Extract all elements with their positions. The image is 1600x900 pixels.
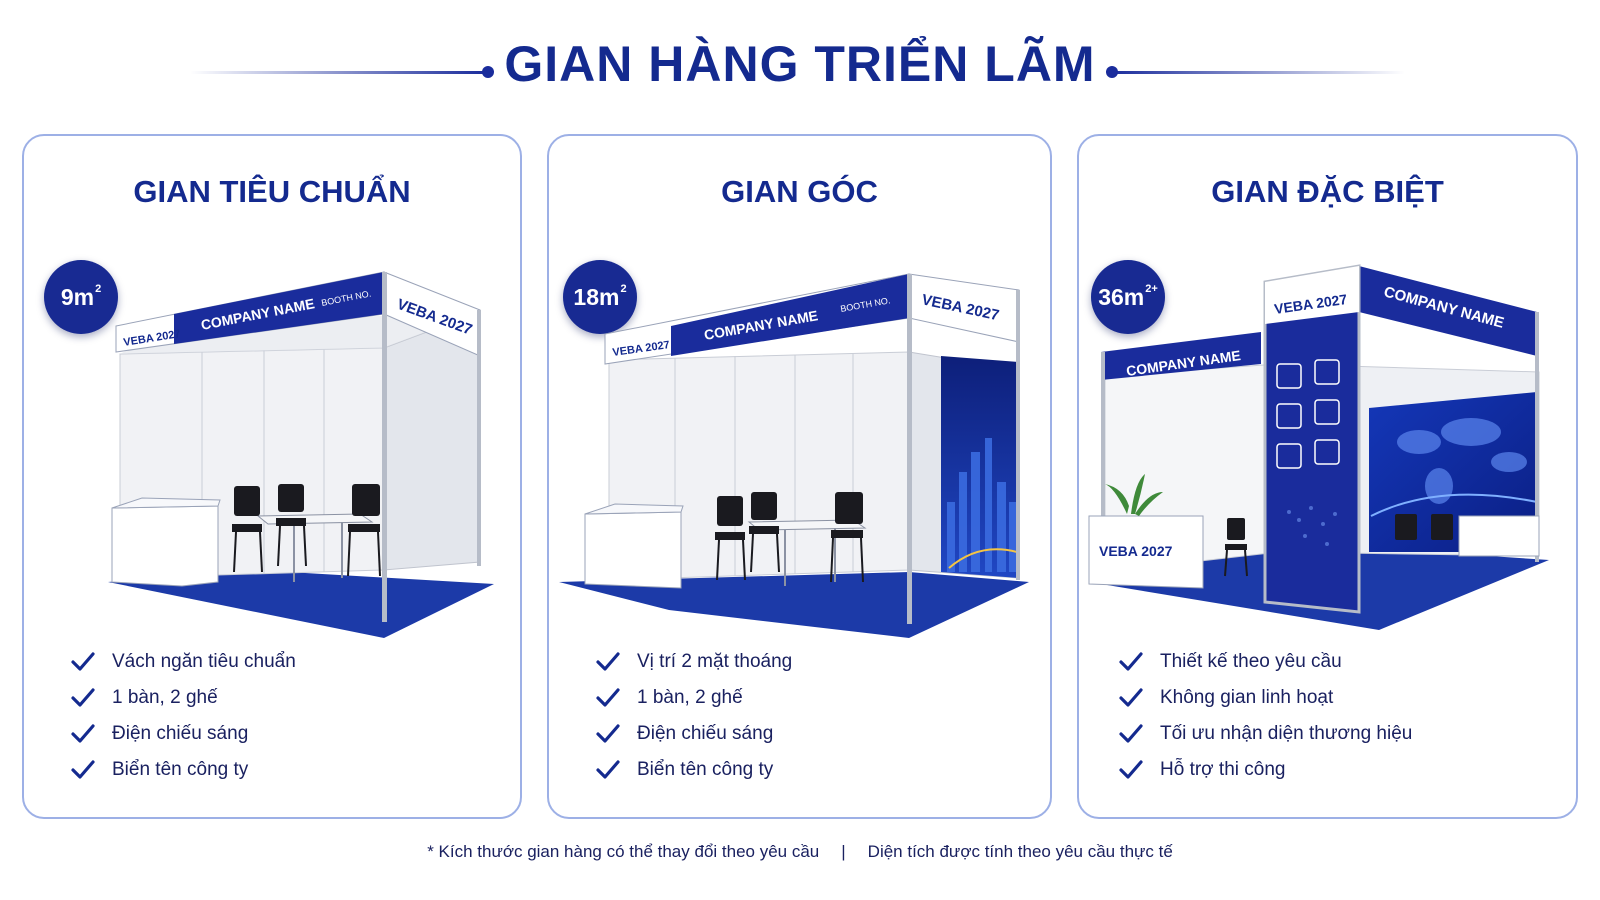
feature-text: Không gian linh hoạt xyxy=(1160,687,1334,708)
size-unit-sup: 2+ xyxy=(1145,283,1158,295)
card-title: GIAN ĐẶC BIỆT xyxy=(1211,174,1444,209)
feature-item: Biển tên công ty xyxy=(595,752,792,788)
feature-text: Biển tên công ty xyxy=(112,759,249,780)
check-icon xyxy=(596,760,620,779)
map-wave xyxy=(1370,493,1538,517)
tower-header xyxy=(1265,266,1359,324)
header-divider-right xyxy=(1110,71,1405,74)
chairs xyxy=(232,484,381,577)
check-icon xyxy=(71,724,95,743)
company-name-fascia xyxy=(671,274,909,356)
standard-booth-illustration: COMPANY NAME BOOTH NO. VEBA 2027 VEBA 20… xyxy=(108,271,494,638)
footer-note-left: * Kích thước gian hàng có thể thay đổi t… xyxy=(427,842,820,861)
feature-item: Biển tên công ty xyxy=(70,752,296,788)
chairs xyxy=(715,492,864,583)
check-icon xyxy=(596,688,620,707)
size-unit-sup: 2 xyxy=(95,283,102,295)
footer-separator: | xyxy=(841,842,846,861)
footer-note-right: Diện tích được tính theo yêu cầu thực tế xyxy=(867,842,1173,861)
size-value: 9m xyxy=(60,283,95,310)
counter-top xyxy=(111,497,221,509)
feature-item: 1 bàn, 2 ghế xyxy=(70,680,296,716)
tower-dot-map xyxy=(1287,506,1337,546)
check-icon xyxy=(71,688,95,707)
chairs xyxy=(1224,514,1453,577)
feature-text: 1 bàn, 2 ghế xyxy=(112,687,218,708)
size-value: 36m xyxy=(1098,283,1145,310)
check-icon xyxy=(71,652,95,671)
corner-post xyxy=(382,272,387,622)
feature-text: Điện chiếu sáng xyxy=(112,723,249,744)
feature-item: Vị trí 2 mặt thoáng xyxy=(595,644,792,680)
footer-note: * Kích thước gian hàng có thể thay đổi t… xyxy=(0,842,1600,862)
feature-item: Không gian linh hoạt xyxy=(1118,680,1412,716)
check-icon xyxy=(1119,760,1143,779)
feature-text: Biển tên công ty xyxy=(637,759,774,780)
card-title: GIAN TIÊU CHUẨN xyxy=(133,174,411,209)
booth-carpet xyxy=(108,570,494,638)
company-name-fascia-right xyxy=(1359,266,1537,356)
tower-service-icons xyxy=(1276,359,1340,469)
check-icon xyxy=(1119,688,1143,707)
feature-text: 1 bàn, 2 ghế xyxy=(637,687,743,708)
feature-item: Vách ngăn tiêu chuẩn xyxy=(70,644,296,680)
check-icon xyxy=(596,724,620,743)
counter-brand: VEBA 2027 xyxy=(1099,543,1173,559)
feature-item: Điện chiếu sáng xyxy=(70,716,296,752)
corner-booth-illustration: COMPANY NAME BOOTH NO. VEBA 2027 VEBA 20… xyxy=(559,273,1029,638)
feature-item: Thiết kế theo yêu cầu xyxy=(1118,644,1412,680)
corner-post xyxy=(907,274,912,624)
corner-post xyxy=(1016,290,1020,580)
back-cabinet xyxy=(1458,515,1540,557)
company-name-fascia xyxy=(174,272,384,344)
reception-counter xyxy=(584,511,682,589)
feature-text: Vách ngăn tiêu chuẩn xyxy=(112,651,296,672)
feature-item: 1 bàn, 2 ghế xyxy=(595,680,792,716)
header-dot-left xyxy=(482,66,494,78)
check-icon xyxy=(1119,724,1143,743)
feature-text: Tối ưu nhận diện thương hiệu xyxy=(1160,723,1413,744)
feature-list: Vách ngăn tiêu chuẩn 1 bàn, 2 ghế Điện c… xyxy=(70,644,296,788)
feature-item: Điện chiếu sáng xyxy=(595,716,792,752)
feature-text: Vị trí 2 mặt thoáng xyxy=(637,651,793,672)
light-trail xyxy=(948,548,1018,569)
check-icon xyxy=(71,760,95,779)
header-divider-left xyxy=(190,71,485,74)
reception-counter xyxy=(111,505,219,587)
feature-item: Hỗ trợ thi công xyxy=(1118,752,1412,788)
company-name-fascia-left xyxy=(1101,332,1261,380)
ceiling xyxy=(120,312,480,354)
size-unit-sup: 2 xyxy=(620,283,627,295)
page-header: GIAN HÀNG TRIỂN LÃM xyxy=(0,28,1600,100)
counter-top xyxy=(584,503,684,515)
special-booth-illustration: COMPANY NAME COMPANY NAME VEBA 2027 VEBA… xyxy=(1088,264,1549,630)
feature-text: Thiết kế theo yêu cầu xyxy=(1160,651,1342,672)
feature-item: Tối ưu nhận diện thương hiệu xyxy=(1118,716,1412,752)
corner-post xyxy=(477,310,481,566)
check-icon xyxy=(1119,652,1143,671)
skyline-buildings xyxy=(947,438,1017,572)
reception-counter xyxy=(1088,515,1204,589)
page-title: GIAN HÀNG TRIỂN LÃM xyxy=(504,36,1096,92)
map-continents xyxy=(1397,418,1527,504)
check-icon xyxy=(596,652,620,671)
feature-text: Điện chiếu sáng xyxy=(637,723,774,744)
corner-post xyxy=(1535,312,1539,562)
side-wall xyxy=(383,311,481,571)
feature-list: Thiết kế theo yêu cầu Không gian linh ho… xyxy=(1118,644,1412,788)
feature-text: Hỗ trợ thi công xyxy=(1160,759,1286,780)
corner-post xyxy=(1101,352,1105,582)
feature-list: Vị trí 2 mặt thoáng 1 bàn, 2 ghế Điện ch… xyxy=(595,644,792,788)
plant-icon xyxy=(1105,474,1163,516)
size-value: 18m xyxy=(573,283,620,310)
card-title: GIAN GÓC xyxy=(721,174,878,209)
